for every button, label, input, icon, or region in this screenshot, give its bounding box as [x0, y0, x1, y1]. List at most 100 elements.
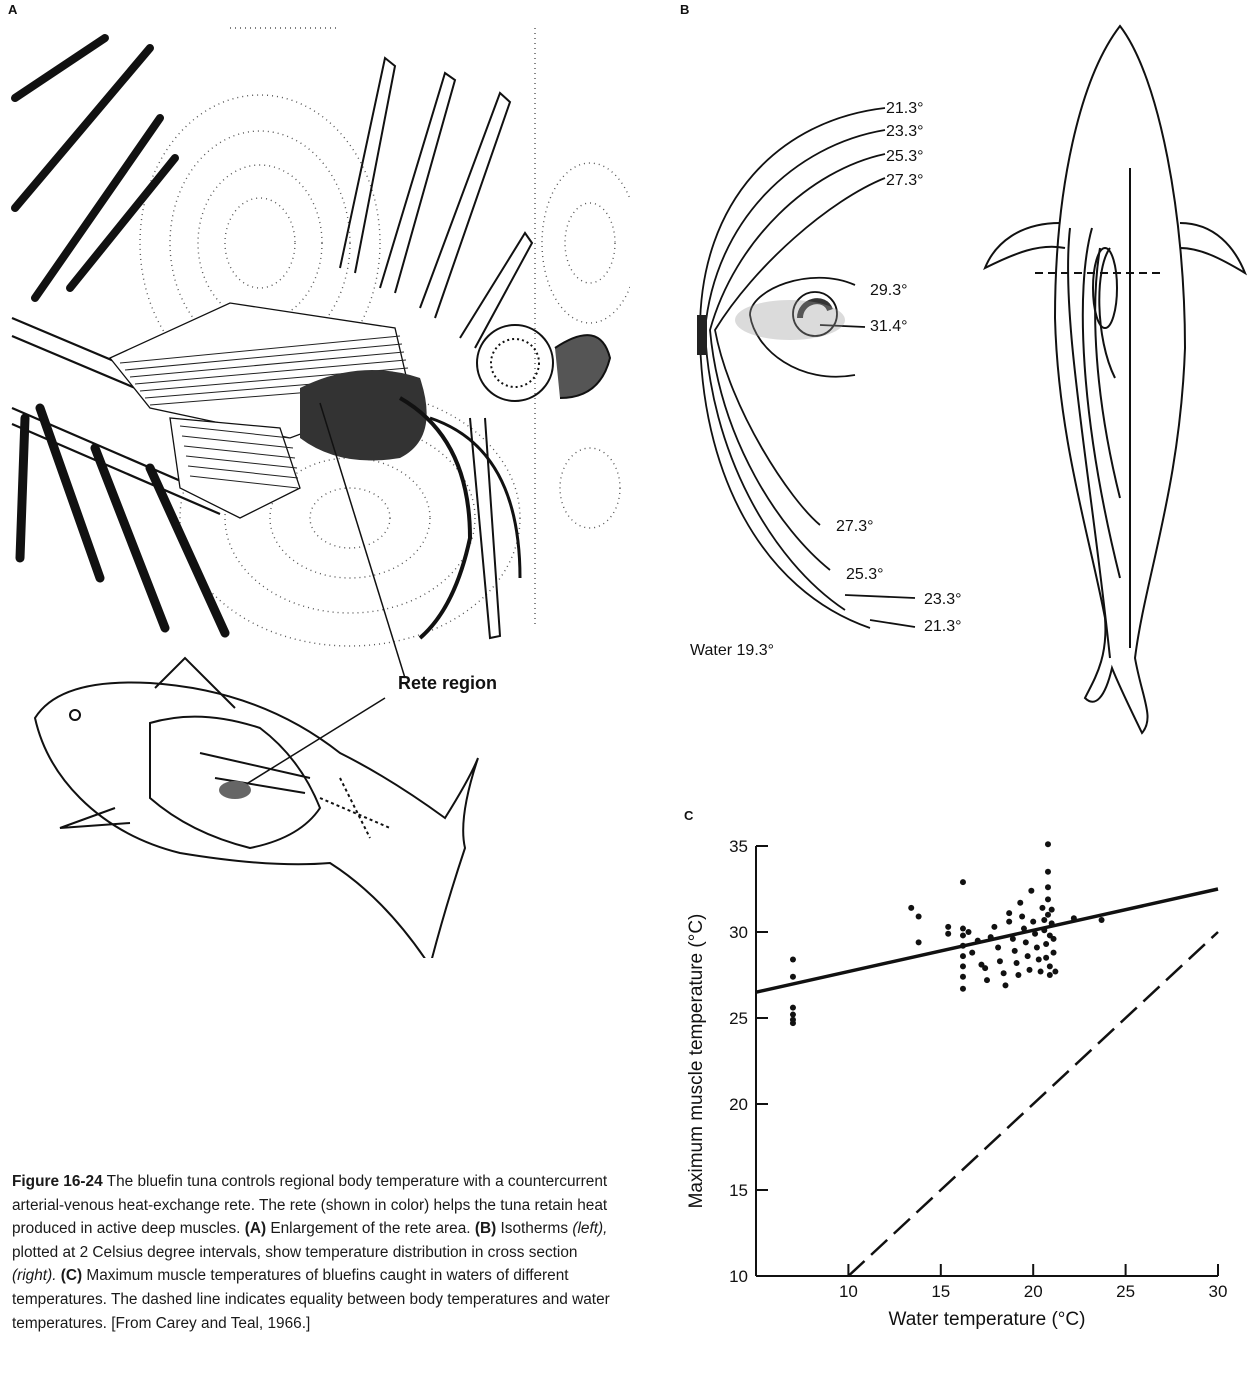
- data-point: [908, 905, 914, 911]
- data-point: [1051, 950, 1057, 956]
- data-point: [945, 931, 951, 937]
- data-point: [960, 963, 966, 969]
- vessel-branch-2: [430, 418, 520, 578]
- data-point: [1045, 841, 1051, 847]
- x-tick-label: 25: [1116, 1282, 1135, 1301]
- data-point: [1045, 869, 1051, 875]
- small-tuna: [35, 658, 478, 958]
- isotherm-label: 27.3°: [836, 518, 874, 536]
- data-point: [1045, 912, 1051, 918]
- data-point: [790, 974, 796, 980]
- isotherm-core-shade: [735, 300, 845, 340]
- data-point: [1002, 982, 1008, 988]
- data-point: [1025, 953, 1031, 959]
- data-point: [982, 965, 988, 971]
- x-tick-label: 15: [931, 1282, 950, 1301]
- y-tick-label: 25: [729, 1009, 748, 1028]
- vessel-shading: [300, 370, 427, 461]
- data-point: [1014, 960, 1020, 966]
- panel-a-letter: A: [8, 2, 17, 17]
- data-point: [790, 1020, 796, 1026]
- y-tick-label: 35: [729, 837, 748, 856]
- figure-number: Figure 16-24: [12, 1173, 103, 1190]
- data-point: [1034, 944, 1040, 950]
- rete-pointer-line-2: [240, 698, 385, 788]
- isotherm-label: 21.3°: [886, 100, 924, 118]
- panel-a-drawing: [0, 18, 630, 958]
- data-point: [1006, 910, 1012, 916]
- data-point: [1028, 888, 1034, 894]
- y-axis-label: Maximum muscle temperature (°C): [686, 914, 707, 1209]
- data-point: [1051, 936, 1057, 942]
- isotherm-label: 25.3°: [886, 148, 924, 166]
- data-point: [969, 950, 975, 956]
- edge-shade: [697, 315, 707, 355]
- tuna-top-view: [980, 18, 1250, 748]
- y-tick-label: 15: [729, 1181, 748, 1200]
- data-point: [1023, 939, 1029, 945]
- data-point: [960, 926, 966, 932]
- isotherm-label: 31.4°: [870, 318, 908, 336]
- data-point: [960, 953, 966, 959]
- data-point: [916, 914, 922, 920]
- data-point: [991, 924, 997, 930]
- data-point: [1047, 963, 1053, 969]
- data-point: [790, 1012, 796, 1018]
- data-point: [790, 1005, 796, 1011]
- water-temperature-label: Water 19.3°: [690, 642, 774, 660]
- vertebra: [477, 325, 610, 401]
- data-point: [1032, 931, 1038, 937]
- rete-spot: [219, 781, 251, 799]
- panel-b-isotherms: [660, 90, 1000, 670]
- data-point: [1043, 941, 1049, 947]
- data-point: [995, 944, 1001, 950]
- data-point: [1030, 919, 1036, 925]
- y-tick-label: 30: [729, 923, 748, 942]
- data-point: [997, 958, 1003, 964]
- y-tick-label: 20: [729, 1095, 748, 1114]
- data-point: [988, 934, 994, 940]
- regression-line: [756, 889, 1218, 992]
- data-point: [1036, 957, 1042, 963]
- isotherm-label: 25.3°: [846, 566, 884, 584]
- data-point: [1015, 972, 1021, 978]
- isotherm-label: 29.3°: [870, 282, 908, 300]
- panel-b-letter: B: [680, 2, 689, 17]
- data-point: [1017, 900, 1023, 906]
- equality-line: [848, 932, 1218, 1276]
- data-point: [960, 932, 966, 938]
- isotherm-label: 21.3°: [924, 618, 962, 636]
- data-point: [1045, 896, 1051, 902]
- data-point: [1041, 917, 1047, 923]
- data-point: [1049, 907, 1055, 913]
- data-point: [1010, 936, 1016, 942]
- data-point: [1043, 955, 1049, 961]
- x-tick-label: 20: [1024, 1282, 1043, 1301]
- isotherm-label: 27.3°: [886, 172, 924, 190]
- isotherm-label: 23.3°: [924, 591, 962, 609]
- data-point: [960, 974, 966, 980]
- data-point: [1019, 914, 1025, 920]
- data-point: [1038, 969, 1044, 975]
- data-point: [945, 924, 951, 930]
- data-point: [984, 977, 990, 983]
- panel-c-letter: C: [684, 808, 693, 823]
- data-point: [916, 939, 922, 945]
- data-point: [960, 943, 966, 949]
- data-point: [1052, 969, 1058, 975]
- data-point: [1027, 967, 1033, 973]
- data-point: [1041, 927, 1047, 933]
- data-point: [1099, 917, 1105, 923]
- data-point: [1049, 920, 1055, 926]
- data-point: [966, 929, 972, 935]
- data-point: [975, 938, 981, 944]
- data-point: [790, 957, 796, 963]
- figure-caption: Figure 16-24 The bluefin tuna controls r…: [12, 1170, 624, 1335]
- data-point: [1047, 972, 1053, 978]
- rete-region-label: Rete region: [398, 673, 497, 694]
- data-point: [960, 986, 966, 992]
- x-axis-label: Water temperature (°C): [889, 1309, 1086, 1330]
- data-point: [1045, 884, 1051, 890]
- data-point: [1006, 919, 1012, 925]
- data-point: [960, 879, 966, 885]
